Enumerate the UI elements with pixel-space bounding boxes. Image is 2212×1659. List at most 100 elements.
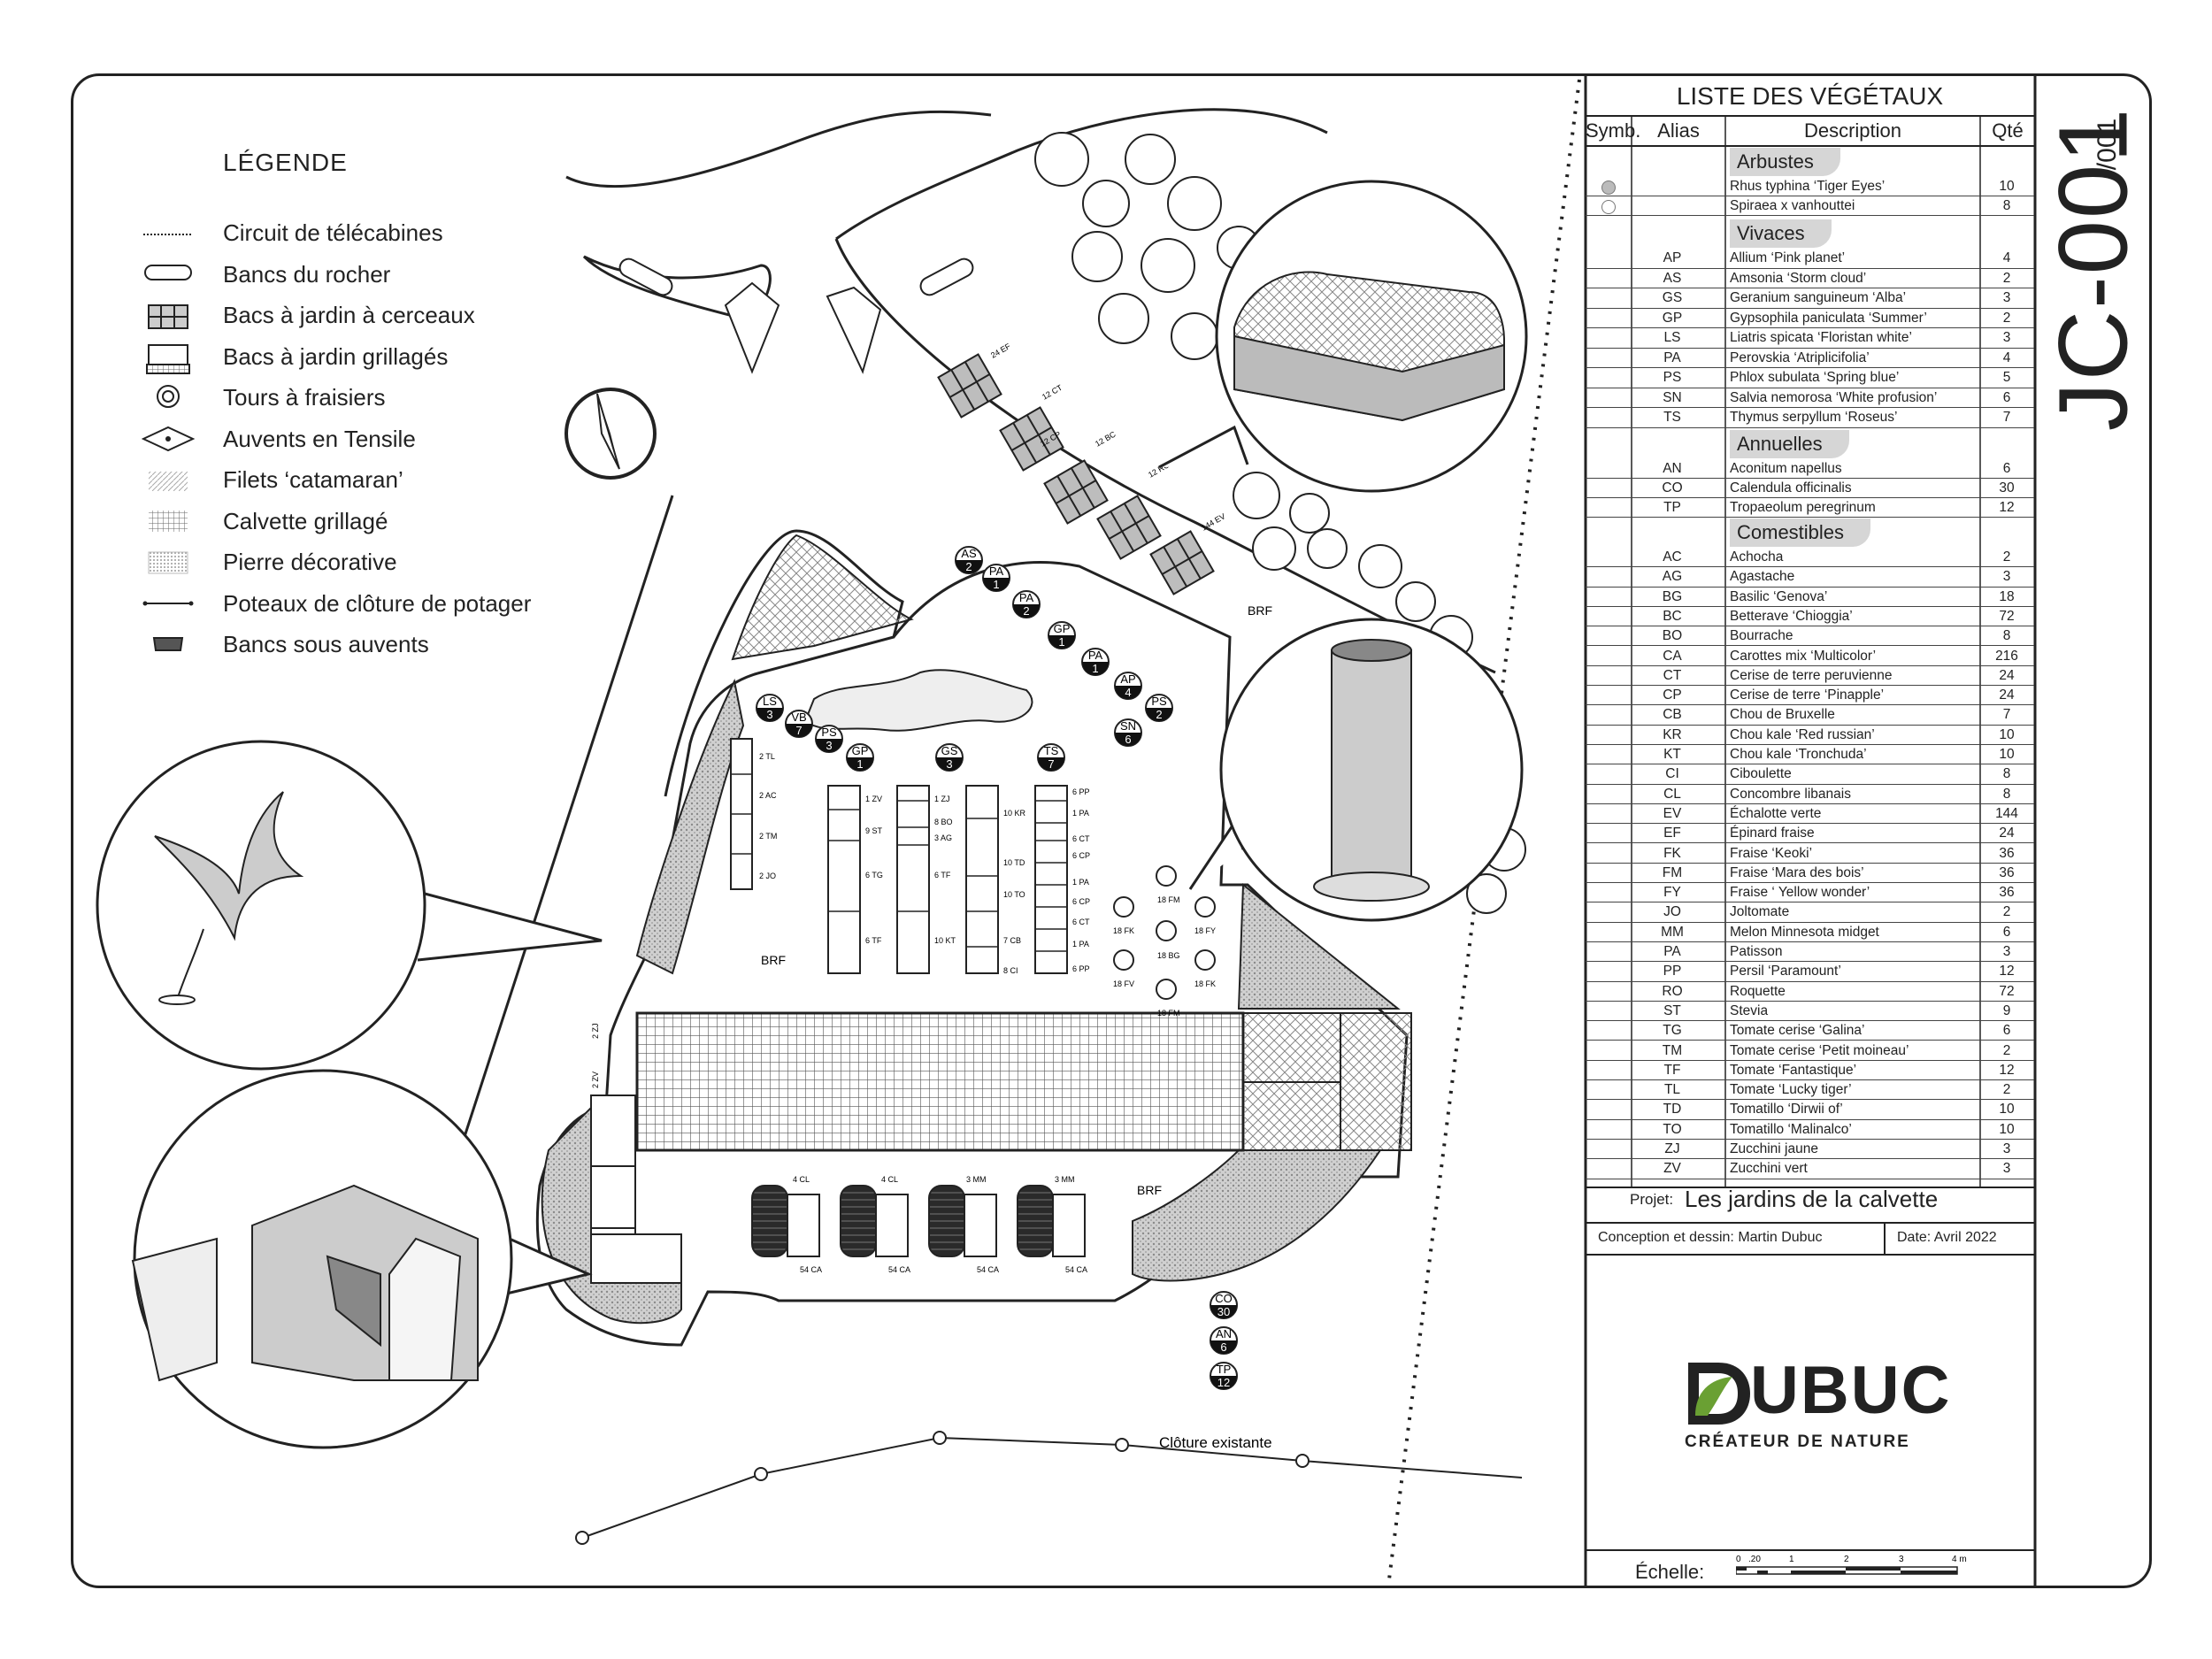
plant-desc: Betterave ‘Chioggia’ xyxy=(1730,608,1853,624)
plant-qty: 36 xyxy=(1999,864,2015,880)
catamaran-net-symbol xyxy=(149,472,188,491)
plant-qty: 10 xyxy=(1999,1102,2015,1118)
plant-qty: 30 xyxy=(1999,480,2015,495)
plant-qty: 8 xyxy=(2002,198,2011,213)
bed-label: 6 CT xyxy=(1072,834,1090,843)
detail-bubble-pergola xyxy=(131,1069,593,1449)
scale-tick: 0 xyxy=(1736,1555,1741,1564)
path-edge-west xyxy=(458,495,674,1151)
left-benches xyxy=(590,1094,682,1284)
svg-text:GS: GS xyxy=(941,744,958,757)
project-label: Projet: xyxy=(1630,1191,1674,1208)
svg-text:12: 12 xyxy=(1217,1376,1230,1389)
plant-desc: Tomate ‘Fantastique’ xyxy=(1730,1062,1857,1078)
brf-label: BRF xyxy=(761,953,786,967)
tensile-awning-symbol xyxy=(142,426,196,452)
bed-label: 6 TF xyxy=(865,936,882,945)
strawberry-tower-symbol xyxy=(157,385,180,408)
plant-qty: 8 xyxy=(2002,628,2011,644)
plant-qty: 12 xyxy=(1999,964,2015,979)
header-description: Description xyxy=(1803,119,1902,142)
detail-bubble-tensile xyxy=(96,740,603,1071)
tower-label: 18 FM xyxy=(1157,895,1180,904)
plant-qty: 36 xyxy=(1999,885,2015,901)
plant-desc: Perovskia ‘Atriplicifolia’ xyxy=(1730,349,1870,365)
plant-alias: JO xyxy=(1663,904,1681,920)
plant-alias: GP xyxy=(1662,310,1683,326)
svg-text:AP: AP xyxy=(1120,672,1135,686)
plant-alias: TS xyxy=(1663,410,1681,425)
plant-qty: 216 xyxy=(1995,648,2018,664)
plant-desc: Salvia nemorosa ‘White profusion’ xyxy=(1730,389,1938,405)
calvette-mesh-symbol xyxy=(149,511,188,532)
plant-qty: 2 xyxy=(2002,549,2011,565)
svg-text:AS: AS xyxy=(961,547,977,560)
plant-desc: Allium ‘Pink planet’ xyxy=(1730,250,1846,265)
plant-qty: 18 xyxy=(1999,588,2015,604)
plant-qty: 6 xyxy=(2002,461,2011,476)
svg-text:1: 1 xyxy=(1092,662,1098,675)
plant-qty: 3 xyxy=(2002,1161,2011,1177)
svg-text:GP: GP xyxy=(852,744,869,757)
calvette-bottom-label: 54 CA xyxy=(888,1265,910,1274)
category-annuelles: Annuelles xyxy=(1730,430,1849,458)
plant-qty: 4 xyxy=(2002,250,2011,265)
plant-desc: Spiraea x vanhouttei xyxy=(1730,198,1855,213)
plant-alias: PA xyxy=(1663,944,1681,959)
shrub-cluster xyxy=(1034,132,1526,914)
bed-label: 2 TM xyxy=(759,832,777,841)
tensile-awning xyxy=(724,281,780,374)
plant-tag: GP1 xyxy=(1048,621,1076,649)
plant-alias: RO xyxy=(1662,983,1683,999)
strawberry-towers xyxy=(1113,865,1216,1000)
plant-alias: EF xyxy=(1663,826,1681,841)
side-label: 2 ZJ xyxy=(591,1023,600,1039)
calvette-label: 3 MM xyxy=(966,1175,987,1184)
plant-alias: TL xyxy=(1663,1082,1681,1098)
bed-label: 8 CI xyxy=(1003,966,1018,975)
calvette-hoop-beds xyxy=(751,1185,1086,1257)
plant-alias: TD xyxy=(1663,1102,1682,1118)
svg-text:CO: CO xyxy=(1215,1292,1233,1305)
plant-desc: Bourrache xyxy=(1730,628,1793,644)
plant-qty: 3 xyxy=(2002,944,2011,959)
plant-qty: 8 xyxy=(2002,786,2011,802)
bed-label: 6 CP xyxy=(1072,897,1090,906)
plant-desc: Fraise ‘ Yellow wonder’ xyxy=(1730,885,1870,901)
plant-desc: Tropaeolum peregrinum xyxy=(1730,500,1876,515)
bed-label: 2 TL xyxy=(759,752,775,761)
svg-text:3: 3 xyxy=(826,739,832,752)
plant-alias: CL xyxy=(1663,786,1681,802)
plant-desc: Tomatillo ‘Dirwii of’ xyxy=(1730,1102,1843,1118)
plant-desc: Chou kale ‘Red russian’ xyxy=(1730,726,1875,742)
svg-text:GP: GP xyxy=(1054,622,1071,635)
header-symbol: Symb. xyxy=(1586,119,1641,142)
bed-label: 10 TO xyxy=(1003,890,1025,899)
tower-label: 18 FY xyxy=(1194,926,1216,935)
plant-alias: BC xyxy=(1663,608,1682,624)
plant-desc: Tomatillo ‘Malinalco’ xyxy=(1730,1121,1852,1137)
bed-label: 3 AG xyxy=(934,833,952,842)
plant-desc: Chou kale ‘Tronchuda’ xyxy=(1730,747,1867,762)
existing-fence-label: Clôture existante xyxy=(1159,1434,1272,1451)
svg-text:6: 6 xyxy=(1125,733,1131,746)
bed-label: 6 CP xyxy=(1072,851,1090,860)
plant-desc: Persil ‘Paramount’ xyxy=(1730,964,1841,979)
plant-alias: CP xyxy=(1663,687,1682,703)
sheet-page: /001 xyxy=(2093,118,2122,171)
svg-text:6: 6 xyxy=(1220,1340,1226,1354)
detail-bubble-tower xyxy=(1188,618,1524,922)
